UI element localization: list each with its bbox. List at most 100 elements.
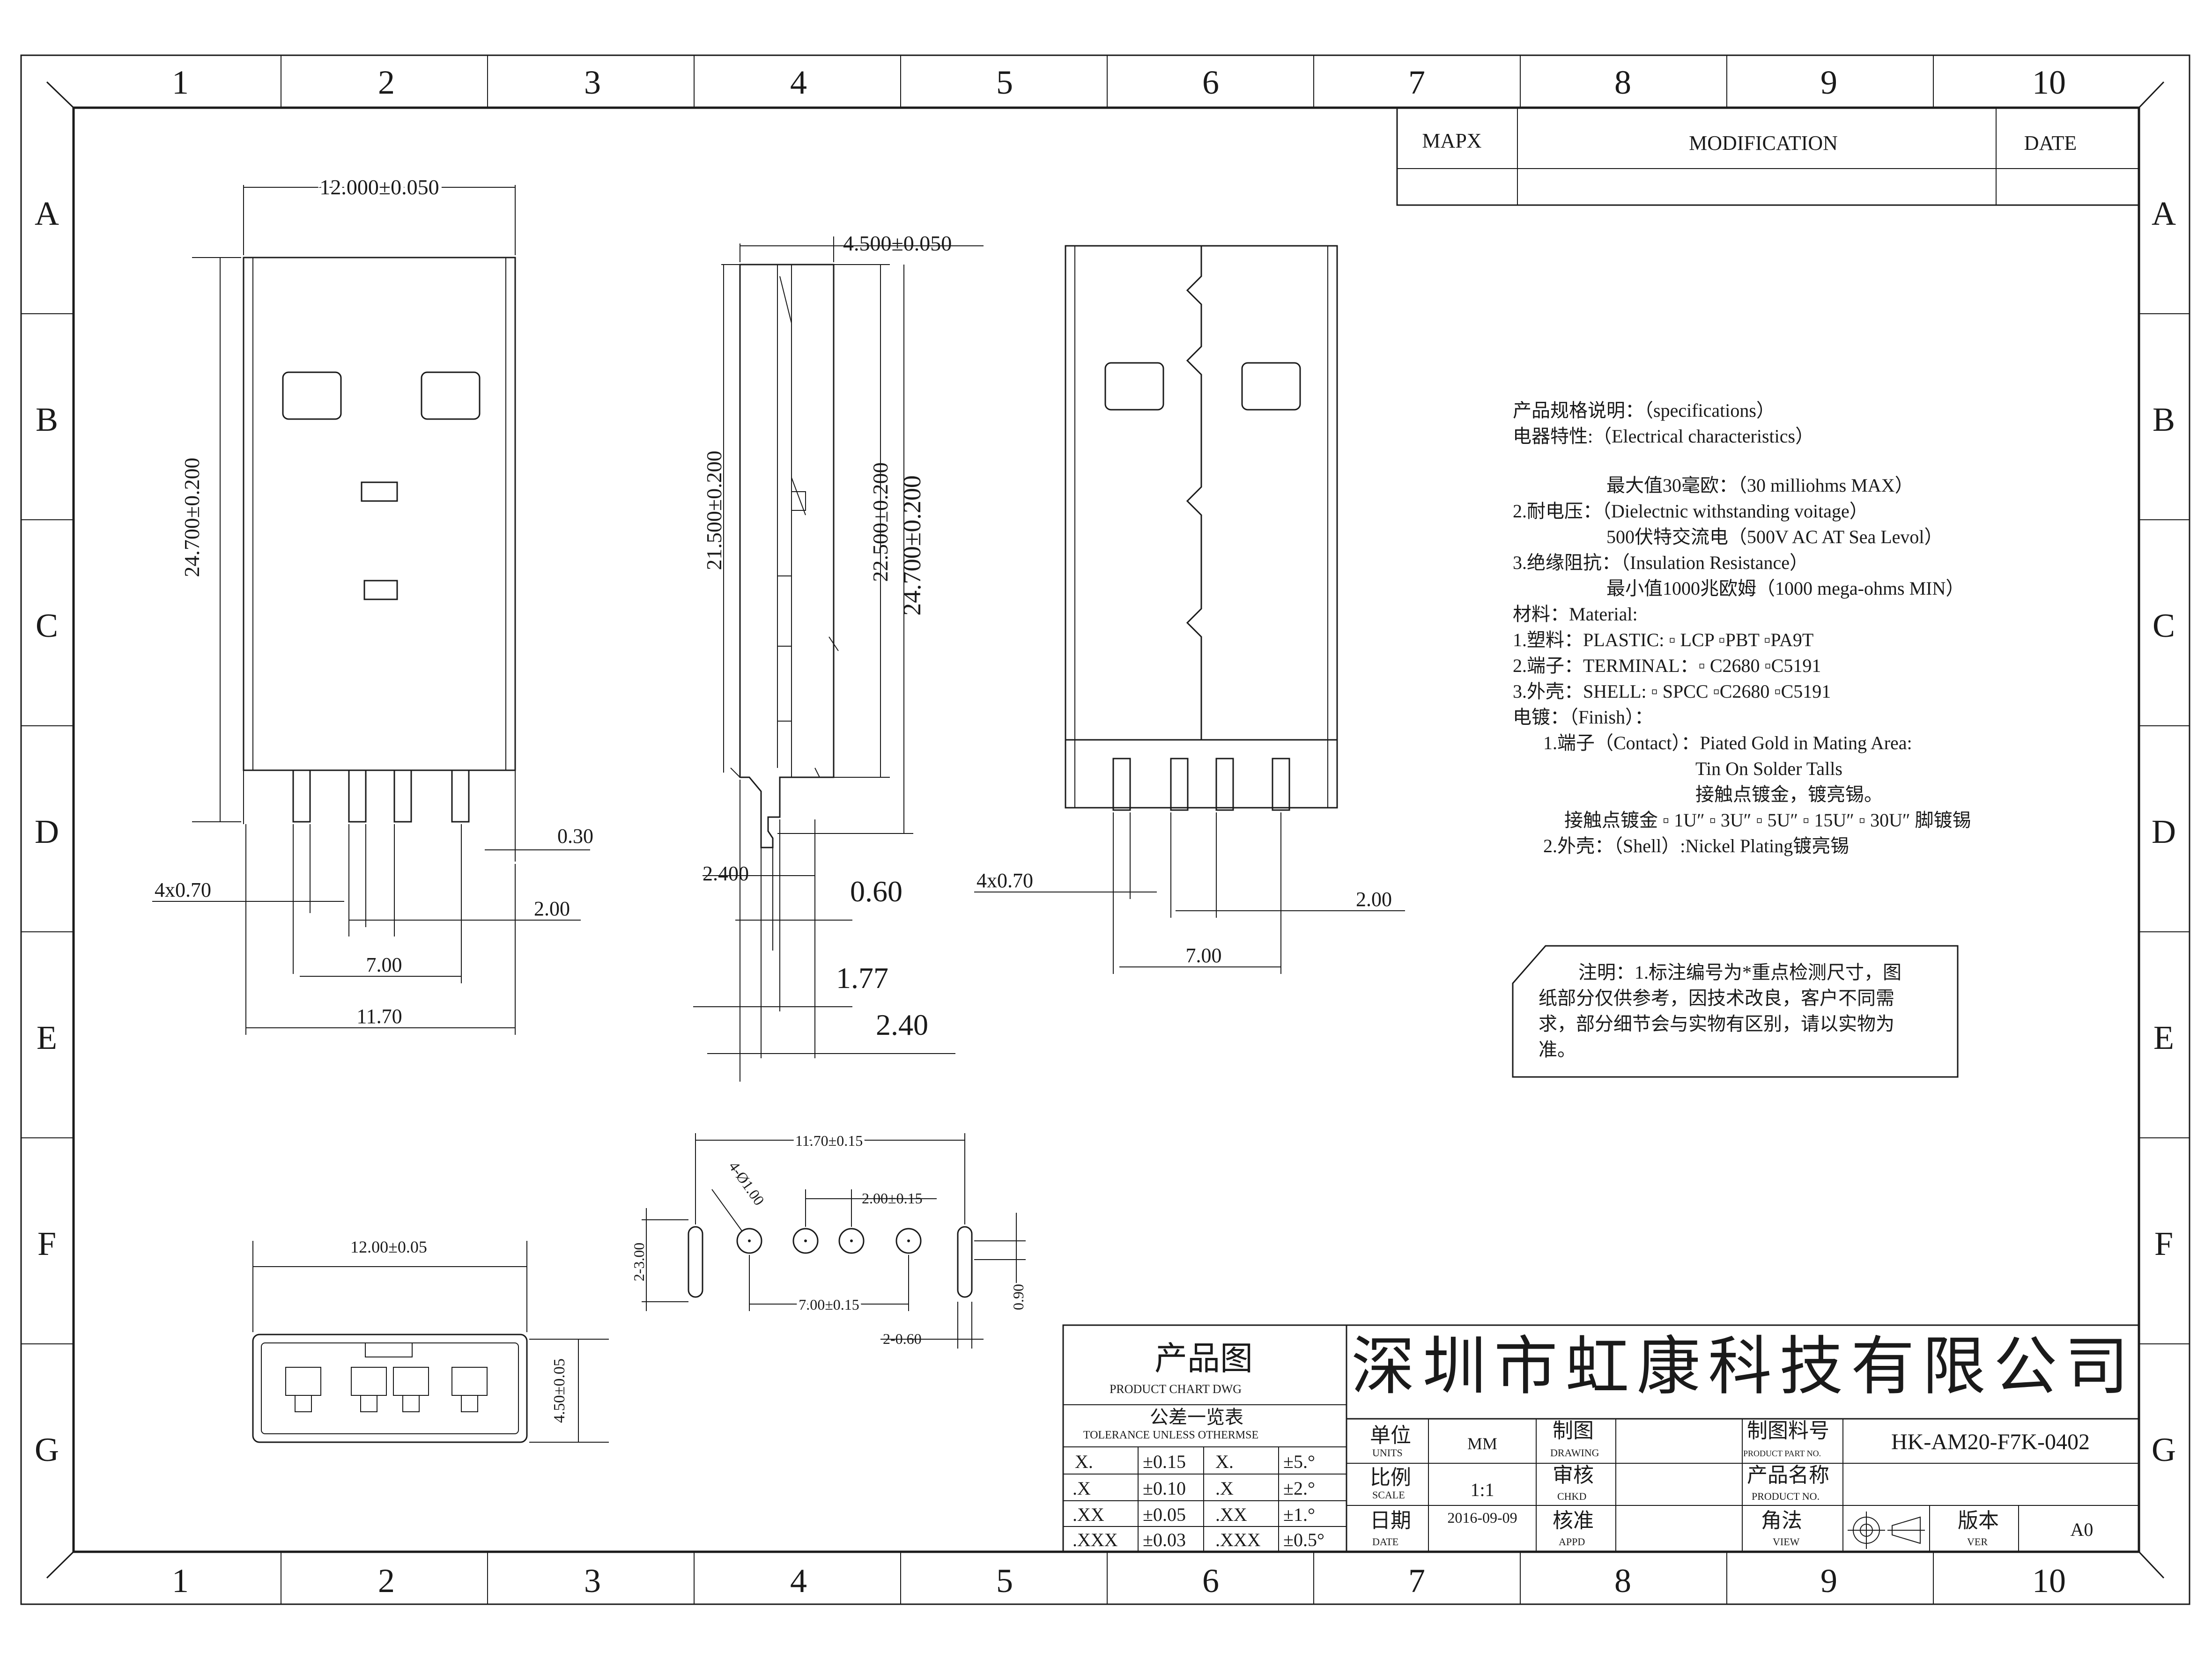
units-value: MM xyxy=(1467,1434,1497,1453)
spec-line: 1.端子（Contact）：Piated Gold in Mating Area… xyxy=(1543,732,1912,753)
spec-line: 2.外壳：（Shell）:Nickel Plating镀亮锡 xyxy=(1543,835,1849,856)
third-angle-projection-icon xyxy=(1848,1512,1925,1549)
pcb-overall-dim: 11.70±0.15 xyxy=(795,1132,863,1149)
row-labels: A B C D E F G A B C D E F G xyxy=(35,195,2176,1468)
ver-value: A0 xyxy=(2071,1519,2094,1540)
outer-border xyxy=(20,54,2190,1605)
date-label: 日期 xyxy=(1370,1509,1411,1532)
end-view: 12.00±0.05 4.50±0.05 xyxy=(252,1238,609,1443)
checked-sub: CHKD xyxy=(1557,1490,1586,1502)
specifications: 产品规格说明：（specifications） 电器特性:（Electrical… xyxy=(1513,400,1971,856)
front-pins-dim: 4x0.70 xyxy=(155,878,211,901)
scale-label: 比例 xyxy=(1370,1466,1411,1489)
units-sub: UNITS xyxy=(1372,1447,1403,1459)
tol-cell: ±0.5° xyxy=(1283,1529,1324,1550)
tol-cell: ±0.10 xyxy=(1143,1478,1186,1499)
tol-cell: .X xyxy=(1215,1478,1234,1499)
tol-cell: .XXX xyxy=(1215,1529,1261,1550)
product-no-label: 产品名称 xyxy=(1747,1464,1829,1487)
rev-date: DATE xyxy=(2024,132,2077,155)
spec-line: 接触点镀金，镀亮锡。 xyxy=(1695,784,1883,805)
spec-line: 产品规格说明：（specifications） xyxy=(1513,400,1775,421)
spec-line: 电器特性:（Electrical characteristics） xyxy=(1513,426,1814,447)
front-tail-dim: 0.30 xyxy=(557,825,593,848)
tol-cell: X. xyxy=(1075,1451,1093,1472)
drawing-sub: DRAWING xyxy=(1550,1447,1599,1459)
row-label: A xyxy=(35,195,59,232)
col-label: 5 xyxy=(996,64,1013,101)
col-label: 2 xyxy=(378,64,395,101)
front-width-dim: 12.000±0.050 xyxy=(319,175,439,199)
side-d3-dim: 1.77 xyxy=(836,961,888,995)
drawing-label: 制图 xyxy=(1553,1419,1594,1442)
spec-line: 最大值30毫欧：（30 milliohms MAX） xyxy=(1606,475,1914,496)
col-label: 2 xyxy=(378,1562,395,1600)
col-label: 6 xyxy=(1202,64,1219,101)
tolerance-title: 公差一览表 xyxy=(1150,1407,1243,1428)
view-sub: VIEW xyxy=(1773,1536,1800,1548)
rear-span-dim: 7.00 xyxy=(1186,944,1222,967)
col-label: 7 xyxy=(1408,64,1425,101)
tolerance-subtitle: TOLERANCE UNLESS OTHERMSE xyxy=(1083,1429,1258,1441)
tol-cell: ±2.° xyxy=(1283,1478,1315,1499)
pcb-slot-len-dim: 2-3.00 xyxy=(630,1243,647,1282)
company-name: 深圳市虹康科技有限公司 xyxy=(1351,1332,2129,1402)
row-label: E xyxy=(37,1019,57,1056)
side-h1-dim: 21.500±0.200 xyxy=(702,450,726,570)
title-block: 产品图 PRODUCT CHART DWG 公差一览表 TOLERANCE UN… xyxy=(1062,1324,2140,1553)
row-label: C xyxy=(2153,607,2175,644)
spec-line: 最小值1000兆欧姆（1000 mega-ohms MIN） xyxy=(1606,578,1964,599)
revision-block: MAPX MODIFICATION DATE xyxy=(1396,107,2140,206)
scale-sub: SCALE xyxy=(1372,1489,1405,1501)
tol-cell: ±1.° xyxy=(1283,1504,1315,1525)
date-sub: DATE xyxy=(1372,1536,1398,1548)
note-line: 求，部分细节会与实物有区别，请以实物为 xyxy=(1539,1013,1894,1034)
col-label: 9 xyxy=(1820,1562,1837,1600)
pcb-slot-off-dim: 0.90 xyxy=(1010,1284,1027,1310)
row-label: B xyxy=(36,401,58,438)
side-h2-dim: 22.500±0.200 xyxy=(868,462,892,582)
part-no-label: 制图料号 xyxy=(1747,1419,1829,1442)
pcb-slot-w-dim: 2-0.60 xyxy=(883,1330,922,1347)
approved-label: 核准 xyxy=(1553,1509,1594,1532)
pcb-holes-dim: 4-Ø1.00 xyxy=(725,1158,768,1208)
rev-modification: MODIFICATION xyxy=(1689,132,1838,155)
spec-line: 2.耐电压：（Dielectnic withstanding voitage） xyxy=(1513,501,1868,522)
tol-cell: .XX xyxy=(1215,1504,1247,1525)
chart-subtitle: PRODUCT CHART DWG xyxy=(1110,1382,1242,1396)
side-h3-dim: 24.700±0.200 xyxy=(898,475,926,616)
row-label: A xyxy=(2152,195,2176,232)
tol-cell: .XX xyxy=(1073,1504,1104,1525)
corner-chamfers xyxy=(46,81,2165,1579)
spec-line: 3.外壳：SHELL: ▫ SPCC ▫C2680 ▫C5191 xyxy=(1513,681,1831,702)
checked-label: 审核 xyxy=(1553,1464,1594,1487)
tol-cell: ±0.03 xyxy=(1143,1529,1186,1550)
row-label: D xyxy=(35,813,59,850)
col-label: 10 xyxy=(2032,1562,2066,1600)
col-label: 10 xyxy=(2032,64,2066,101)
tol-cell: ±5.° xyxy=(1283,1451,1315,1472)
end-height-dim: 4.50±0.05 xyxy=(551,1358,568,1423)
rear-pitch-dim: 2.00 xyxy=(1356,888,1392,911)
note-box: 注明：1.标注编号为*重点检测尺寸，图 纸部分仅供参考，因技术改良，客户不同需 … xyxy=(1512,945,1959,1078)
side-d1-dim: 2.400 xyxy=(703,862,749,885)
rear-view: 4x0.70 2.00 7.00 xyxy=(974,245,1405,974)
tol-cell: X. xyxy=(1215,1451,1234,1472)
spec-line: 1.塑料：PLASTIC: ▫ LCP ▫PBT ▫PA9T xyxy=(1513,629,1813,650)
scale-value: 1:1 xyxy=(1470,1479,1494,1500)
row-label: F xyxy=(2154,1225,2173,1262)
part-no-sub: PRODUCT PART NO. xyxy=(1743,1449,1821,1458)
pcb-pitch-dim: 2.00±0.15 xyxy=(862,1190,923,1207)
chart-title: 产品图 xyxy=(1154,1341,1253,1377)
row-label: D xyxy=(2152,813,2176,850)
row-label: C xyxy=(36,607,58,644)
side-thickness-dim: 4.500±0.050 xyxy=(843,231,952,255)
side-d2-dim: 0.60 xyxy=(850,875,903,908)
spec-line: 3.绝缘阻抗：（Insulation Resistance） xyxy=(1513,552,1808,573)
row-label: G xyxy=(2152,1431,2176,1468)
tol-cell: ±0.15 xyxy=(1143,1451,1186,1472)
col-label: 6 xyxy=(1202,1562,1219,1600)
col-label: 1 xyxy=(172,64,189,101)
front-height-dim: 24.700±0.200 xyxy=(180,457,204,577)
